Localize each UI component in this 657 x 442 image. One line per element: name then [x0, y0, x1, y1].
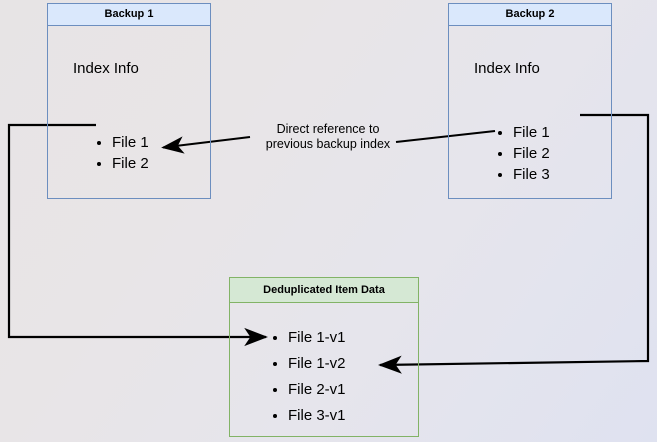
backup-2-file-list: File 1 File 2 File 3: [497, 122, 550, 185]
edge-label-line-1: Direct reference to: [276, 122, 380, 136]
backup-1-index-info-label: Index Info: [73, 60, 139, 77]
list-item: File 1: [112, 132, 149, 153]
list-item: File 3-v1: [288, 403, 346, 429]
node-backup-2-body: Index Info File 1 File 2 File 3: [449, 26, 611, 198]
node-backup-1-title: Backup 1: [104, 8, 154, 20]
dedup-file-list: File 1-v1 File 1-v2 File 2-v1 File 3-v1: [272, 325, 346, 429]
node-dedup-header: Deduplicated Item Data: [230, 278, 418, 303]
node-deduplicated-item-data[interactable]: Deduplicated Item Data File 1-v1 File 1-…: [229, 277, 419, 437]
edge-label-line-2: previous backup index: [265, 137, 391, 151]
list-item: File 1-v1: [288, 325, 346, 351]
list-item: File 2-v1: [288, 377, 346, 403]
node-backup-2-header: Backup 2: [449, 4, 611, 26]
edge-backup2-to-dedup: [378, 113, 650, 374]
node-backup-2[interactable]: Backup 2 Index Info File 1 File 2 File 3: [448, 3, 612, 199]
edge-label-direct-reference: Direct reference to previous backup inde…: [248, 122, 408, 152]
node-backup-1[interactable]: Backup 1 Index Info File 1 File 2: [47, 3, 211, 199]
backup-2-index-info-label: Index Info: [474, 60, 540, 77]
node-backup-1-body: Index Info File 1 File 2: [48, 26, 210, 198]
node-dedup-title: Deduplicated Item Data: [263, 283, 385, 296]
edge-backup2-to-backup1: [161, 129, 496, 154]
edge-backup1-to-dedup: [7, 123, 268, 347]
list-item: File 1-v2: [288, 351, 346, 377]
backup-1-file-list: File 1 File 2: [96, 132, 149, 174]
list-item: File 2: [513, 143, 550, 164]
list-item: File 3: [513, 164, 550, 185]
node-backup-2-title: Backup 2: [505, 8, 555, 20]
list-item: File 1: [513, 122, 550, 143]
node-backup-1-header: Backup 1: [48, 4, 210, 26]
node-dedup-body: File 1-v1 File 1-v2 File 2-v1 File 3-v1: [230, 303, 418, 436]
list-item: File 2: [112, 153, 149, 174]
